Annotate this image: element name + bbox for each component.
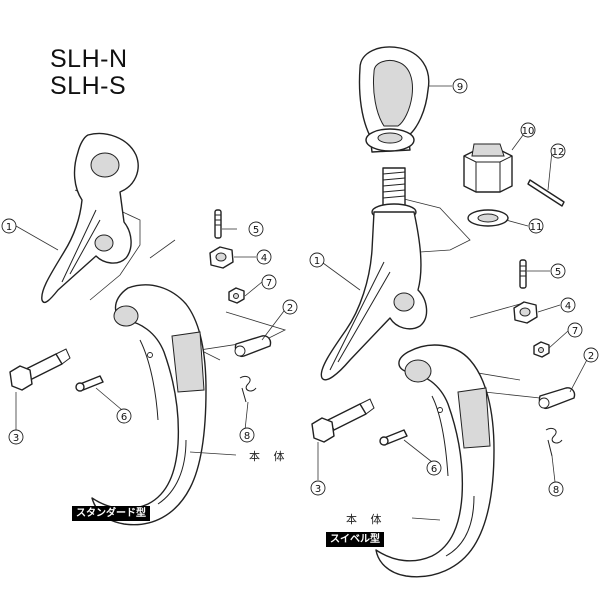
part-bolt [9,348,71,391]
callout-3-left: 3 [8,429,24,445]
callout-6-left: 6 [116,408,132,424]
svg-text:2: 2 [588,351,594,362]
callout-8-left: 8 [239,427,255,443]
model-name-slh-n: SLH-N [50,45,128,73]
svg-text:6: 6 [431,464,437,475]
part-latch-pin [234,335,272,357]
part-swivel-eye [358,46,430,153]
callout-11-right: 11 [528,218,544,234]
callout-1-left: 1 [1,218,17,234]
callout-2-right: 2 [583,347,599,363]
callout-7-left: 7 [261,274,277,290]
part-hook-body [91,284,207,526]
body-label-left: 本 体 [249,450,290,463]
svg-text:2: 2 [287,303,293,314]
svg-text:1: 1 [6,222,12,233]
svg-text:4: 4 [565,301,571,312]
svg-text:8: 8 [244,431,250,442]
part-bolt-swivel [311,398,375,443]
callout-5-right: 5 [550,263,566,279]
svg-text:6: 6 [121,412,127,423]
callout-1-right: 1 [309,252,325,268]
model-name-slh-s: SLH-S [50,72,127,100]
part-hook-body-swivel [375,344,495,578]
callout-10-right: 10 [520,122,536,138]
callout-2-left: 2 [282,299,298,315]
part-split-pin [214,209,222,239]
standard-type-assembly: 1 5 4 7 2 3 6 8 [1,132,298,526]
callout-8-right: 8 [548,481,564,497]
svg-text:5: 5 [555,267,561,278]
svg-text:4: 4 [261,253,267,264]
callout-7-right: 7 [567,322,583,338]
part-small-nut [228,287,245,304]
swivel-type-tag: スイベル型 [326,532,384,547]
svg-text:8: 8 [553,485,559,496]
callout-9-right: 9 [452,78,468,94]
part-nut [209,246,234,269]
svg-text:3: 3 [315,484,321,495]
part-split-pin-swivel [519,259,527,289]
svg-text:7: 7 [572,326,578,337]
part-latch-arm-swivel [320,211,428,381]
part-screw-swivel [379,429,408,446]
svg-text:5: 5 [253,225,259,236]
part-latch-pin-swivel [538,387,576,409]
svg-text:11: 11 [530,222,543,233]
callout-6-right: 6 [426,460,442,476]
svg-text:9: 9 [457,82,463,93]
swivel-type-assembly: 9 10 12 11 1 5 4 7 2 3 6 8 [309,46,599,578]
part-spring [239,375,257,403]
callout-4-left: 4 [256,249,272,265]
svg-text:3: 3 [13,433,19,444]
part-washer [467,209,509,227]
callout-3-right: 3 [310,480,326,496]
part-latch-arm [41,132,139,304]
svg-text:1: 1 [314,256,320,267]
svg-text:12: 12 [552,147,565,158]
part-cotter-pin [527,179,565,207]
part-castle-nut [463,143,513,193]
part-small-nut-swivel [533,341,550,358]
svg-text:10: 10 [522,126,535,137]
part-spring-swivel [545,427,563,457]
part-screw [75,375,104,392]
body-label-right: 本 体 [346,513,387,526]
callout-4-right: 4 [560,297,576,313]
callout-12-right: 12 [550,143,566,159]
part-nut-swivel [513,301,538,324]
svg-text:7: 7 [266,278,272,289]
callout-5-left: 5 [248,221,264,237]
standard-type-tag: スタンダード型 [72,506,150,521]
